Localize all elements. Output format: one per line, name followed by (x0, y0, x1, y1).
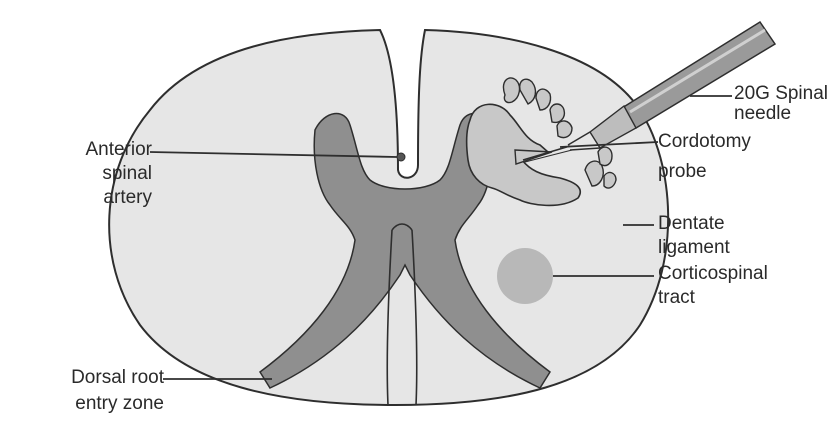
corticospinal-tract (497, 248, 553, 304)
label-line: artery (40, 186, 152, 210)
label-dentate-ligament: Dentate ligament (658, 212, 730, 260)
label-corticospinal-tract: Corticospinal tract (658, 262, 768, 310)
label-line: Dorsal root (30, 366, 164, 390)
label-line: Anterior (40, 138, 152, 162)
label-line: tract (658, 286, 768, 310)
label-line: Corticospinal (658, 262, 768, 286)
label-line: Cordotomy (658, 130, 751, 154)
label-line: probe (658, 160, 751, 184)
label-line: ligament (658, 236, 730, 260)
label-line: entry zone (30, 392, 164, 416)
label-cordotomy-probe: Cordotomy probe (658, 130, 751, 184)
anterior-spinal-artery-dot (397, 153, 405, 161)
label-needle: 20G Spinal needle (734, 82, 828, 126)
label-line: spinal (40, 162, 152, 186)
label-line: Dentate (658, 212, 730, 236)
label-anterior-spinal-artery: Anterior spinal artery (40, 138, 152, 210)
label-dorsal-root-entry-zone: Dorsal root entry zone (30, 366, 164, 416)
